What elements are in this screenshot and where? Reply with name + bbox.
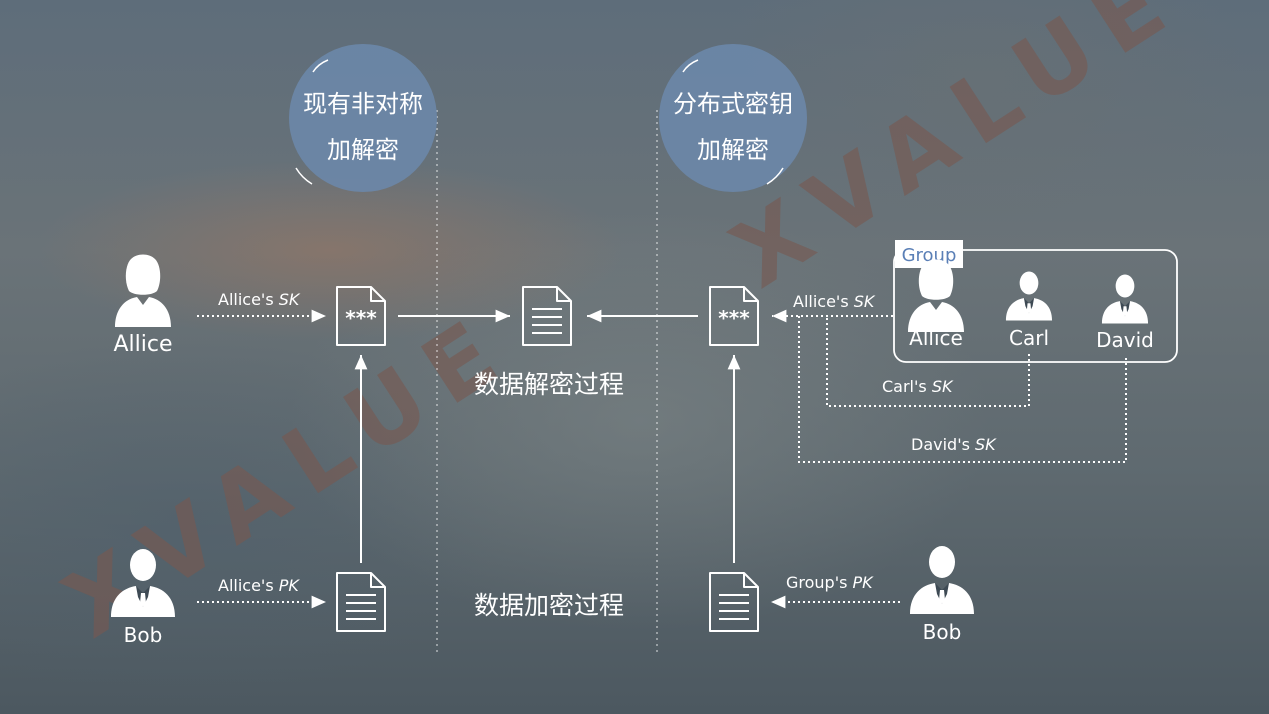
circle-left-line1: 现有非对称 (303, 90, 423, 118)
group-alice-name: Allice (909, 326, 963, 350)
male-user-icon (1005, 271, 1053, 321)
circle-left-line2: 加解密 (327, 136, 399, 164)
asymmetric-circle: 现有非对称 加解密 (289, 44, 437, 192)
male-user-icon (910, 546, 974, 614)
circle-right-line1: 分布式密钥 (673, 90, 793, 118)
female-user-icon (115, 254, 171, 327)
male-user-icon (1101, 274, 1149, 324)
right-sk-label: Allice's SK (793, 292, 876, 311)
group-pk-label: Group's PK (786, 573, 874, 592)
carl-sk-line (826, 316, 1030, 407)
distributed-circle: 分布式密钥 加解密 (659, 44, 807, 192)
encrypt-process-label: 数据加密过程 (474, 591, 624, 620)
circle-right-line2: 加解密 (697, 136, 769, 164)
left-alice: Allice (113, 254, 173, 357)
left-bob-name: Bob (124, 623, 163, 647)
left-alice-name: Allice (113, 332, 172, 357)
document-icon (709, 572, 759, 632)
decrypted-document-icon (522, 286, 572, 346)
group-carl-name: Carl (1009, 326, 1049, 350)
david-sk-line (798, 316, 1127, 463)
david-sk-label: David's SK (911, 435, 997, 454)
encrypted-document-icon (336, 286, 386, 346)
female-user-icon (908, 259, 964, 332)
carl-sk-label: Carl's SK (882, 377, 954, 396)
decrypt-process-label: 数据解密过程 (474, 370, 624, 399)
group-david-name: David (1096, 328, 1154, 352)
group-box: Group Allice Carl David (893, 240, 1178, 363)
left-sk-label: Allice's SK (218, 290, 301, 309)
left-bob: Bob (111, 549, 175, 647)
left-pk-label: Allice's PK (218, 576, 300, 595)
document-icon (336, 572, 386, 632)
encrypted-document-icon (709, 286, 759, 346)
right-bob: Bob (910, 546, 974, 644)
right-bob-name: Bob (923, 620, 962, 644)
